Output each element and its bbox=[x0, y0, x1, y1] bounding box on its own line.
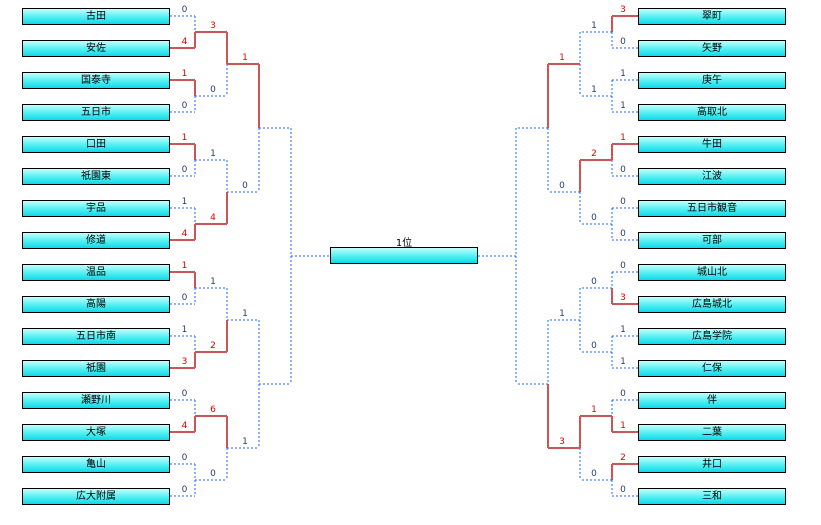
final-label: 1位 bbox=[395, 238, 413, 249]
score-label: 0 bbox=[591, 277, 597, 287]
score-label: 0 bbox=[181, 165, 188, 175]
score-label: 1 bbox=[242, 309, 248, 319]
team-box[interactable]: 国泰寺 bbox=[22, 72, 170, 89]
score-label: 2 bbox=[210, 341, 216, 351]
score-label: 4 bbox=[181, 229, 188, 239]
team-box[interactable]: 祇園東 bbox=[22, 168, 170, 185]
score-label: 0 bbox=[620, 389, 626, 399]
score-label: 1 bbox=[591, 85, 597, 95]
score-label: 0 bbox=[620, 197, 626, 207]
team-box[interactable]: 古田 bbox=[22, 8, 170, 25]
score-label: 1 bbox=[210, 149, 216, 159]
score-label: 3 bbox=[181, 357, 188, 367]
score-label: 1 bbox=[181, 325, 188, 335]
team-box[interactable]: 亀山 bbox=[22, 456, 170, 473]
score-label: 0 bbox=[210, 85, 216, 95]
team-box[interactable]: 三和 bbox=[638, 488, 786, 505]
score-label: 0 bbox=[591, 469, 597, 479]
team-box[interactable]: 伴 bbox=[638, 392, 786, 409]
score-label: 4 bbox=[181, 37, 188, 47]
score-label: 1 bbox=[181, 69, 188, 79]
team-box[interactable]: 修道 bbox=[22, 232, 170, 249]
score-label: 0 bbox=[181, 453, 188, 463]
team-box[interactable]: 口田 bbox=[22, 136, 170, 153]
score-label: 0 bbox=[620, 261, 626, 271]
score-label: 0 bbox=[620, 165, 626, 175]
score-label: 0 bbox=[210, 469, 216, 479]
score-label: 0 bbox=[181, 293, 188, 303]
team-box[interactable]: 広島学院 bbox=[638, 328, 786, 345]
team-box[interactable]: 牛田 bbox=[638, 136, 786, 153]
score-label: 3 bbox=[559, 437, 565, 447]
score-label: 1 bbox=[620, 325, 626, 335]
champion-box bbox=[330, 247, 478, 264]
score-label: 1 bbox=[620, 357, 626, 367]
score-label: 0 bbox=[620, 37, 626, 47]
score-label: 1 bbox=[591, 405, 597, 415]
score-label: 2 bbox=[591, 149, 597, 159]
score-label: 0 bbox=[181, 5, 188, 15]
score-label: 1 bbox=[210, 277, 216, 287]
score-label: 0 bbox=[559, 181, 565, 191]
score-label: 1 bbox=[620, 421, 626, 431]
team-box[interactable]: 五日市南 bbox=[22, 328, 170, 345]
score-label: 0 bbox=[591, 213, 597, 223]
score-label: 2 bbox=[620, 453, 626, 463]
team-box[interactable]: 仁保 bbox=[638, 360, 786, 377]
score-label: 0 bbox=[620, 485, 626, 495]
score-label: 6 bbox=[210, 405, 216, 415]
score-label: 1 bbox=[620, 101, 626, 111]
score-label: 1 bbox=[559, 309, 565, 319]
team-box[interactable]: 温品 bbox=[22, 264, 170, 281]
score-label: 0 bbox=[242, 181, 248, 191]
score-label: 4 bbox=[210, 213, 216, 223]
score-label: 1 bbox=[242, 53, 248, 63]
team-box[interactable]: 宇品 bbox=[22, 200, 170, 217]
score-label: 0 bbox=[181, 389, 188, 399]
team-box[interactable]: 安佐 bbox=[22, 40, 170, 57]
team-box[interactable]: 五日市 bbox=[22, 104, 170, 121]
team-box[interactable]: 井口 bbox=[638, 456, 786, 473]
score-label: 4 bbox=[181, 421, 188, 431]
team-box[interactable]: 矢野 bbox=[638, 40, 786, 57]
score-label: 1 bbox=[181, 133, 188, 143]
score-label: 1 bbox=[591, 21, 597, 31]
score-label: 0 bbox=[591, 341, 597, 351]
team-box[interactable]: 翠町 bbox=[638, 8, 786, 25]
team-box[interactable]: 庚午 bbox=[638, 72, 786, 89]
team-box[interactable]: 五日市観音 bbox=[638, 200, 786, 217]
team-box[interactable]: 高陽 bbox=[22, 296, 170, 313]
score-label: 0 bbox=[620, 229, 626, 239]
team-box[interactable]: 広島城北 bbox=[638, 296, 786, 313]
score-label: 3 bbox=[620, 5, 626, 15]
score-label: 3 bbox=[210, 21, 216, 31]
team-box[interactable]: 高取北 bbox=[638, 104, 786, 121]
team-box[interactable]: 祇園 bbox=[22, 360, 170, 377]
team-box[interactable]: 可部 bbox=[638, 232, 786, 249]
team-box[interactable]: 大塚 bbox=[22, 424, 170, 441]
team-box[interactable]: 江波 bbox=[638, 168, 786, 185]
score-label: 1 bbox=[559, 53, 565, 63]
score-label: 0 bbox=[181, 485, 188, 495]
team-box[interactable]: 広大附属 bbox=[22, 488, 170, 505]
team-box[interactable]: 城山北 bbox=[638, 264, 786, 281]
score-label: 3 bbox=[620, 293, 626, 303]
score-label: 1 bbox=[181, 261, 188, 271]
score-label: 1 bbox=[620, 133, 626, 143]
score-label: 1 bbox=[620, 69, 626, 79]
team-box[interactable]: 瀬野川 bbox=[22, 392, 170, 409]
score-label: 1 bbox=[242, 437, 248, 447]
team-box[interactable]: 二葉 bbox=[638, 424, 786, 441]
score-label: 1 bbox=[181, 197, 188, 207]
score-label: 0 bbox=[181, 101, 188, 111]
